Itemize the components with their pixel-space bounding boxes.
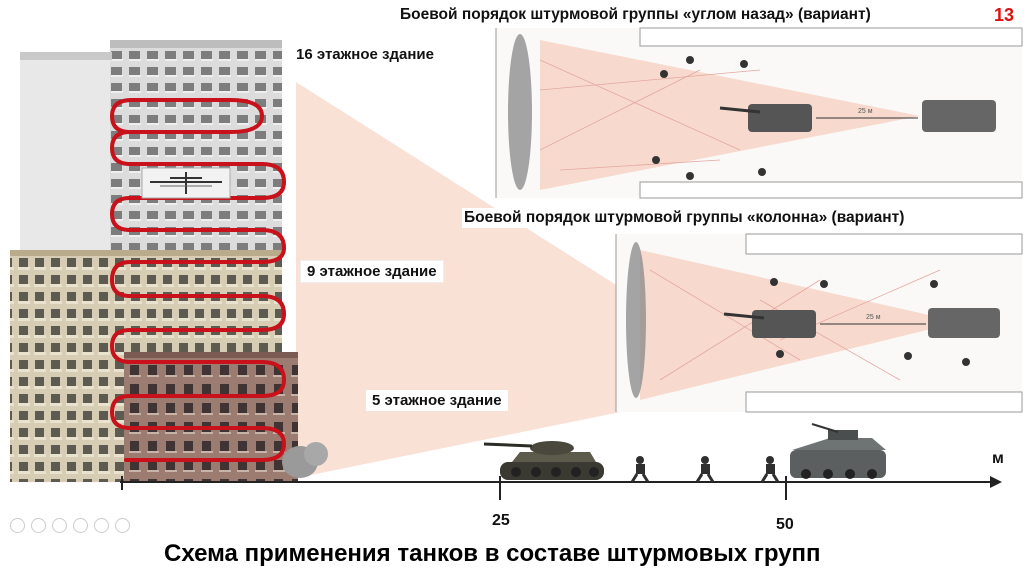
formation-panel-column (615, 233, 1023, 413)
axis-tick-50: 50 (776, 516, 794, 533)
fire-sector-main (296, 82, 640, 478)
tank-icon (719, 104, 812, 132)
apc-icon (790, 423, 886, 479)
label-9-floor-building: 9 этажное здание (300, 260, 444, 283)
menu-icon[interactable] (115, 518, 130, 533)
smoke-icon (282, 442, 328, 478)
apc-icon (928, 308, 1000, 338)
assault-route-start (109, 98, 133, 134)
top-panel-distance: 25 м (858, 108, 873, 115)
pen-icon[interactable] (52, 518, 67, 533)
slide-title: Схема применения танков в составе штурмо… (164, 540, 821, 567)
formation-panel-angle-back (495, 27, 1023, 199)
page-number: 13 (994, 5, 1015, 25)
apc-icon (922, 100, 996, 132)
top-formation-title: Боевой порядок штурмовой группы «углом н… (400, 6, 871, 23)
slide-controls[interactable] (10, 518, 130, 533)
building-5-floors (124, 352, 298, 482)
mid-formation-title: Боевой порядок штурмовой группы «колонна… (462, 208, 907, 228)
slides-icon[interactable] (73, 518, 88, 533)
zoom-icon[interactable] (94, 518, 109, 533)
label-5-floor-building: 5 этажное здание (366, 390, 508, 411)
soldier-icon (630, 456, 780, 483)
soldier-icon (652, 56, 766, 180)
drone-icon (141, 167, 231, 199)
next-icon[interactable] (31, 518, 46, 533)
prev-icon[interactable] (10, 518, 25, 533)
building-16-floors (20, 40, 282, 254)
tank-icon (483, 441, 604, 480)
assault-route-line (109, 98, 287, 462)
axis-tick-25: 25 (492, 512, 510, 529)
mid-panel-distance: 25 м (866, 314, 881, 321)
axis-unit-label: м (992, 450, 1004, 467)
label-16-floor-building: 16 этажное здание (290, 44, 440, 65)
axis-arrowhead (990, 476, 1002, 488)
tank-icon (723, 310, 816, 338)
soldier-icon (770, 278, 970, 366)
